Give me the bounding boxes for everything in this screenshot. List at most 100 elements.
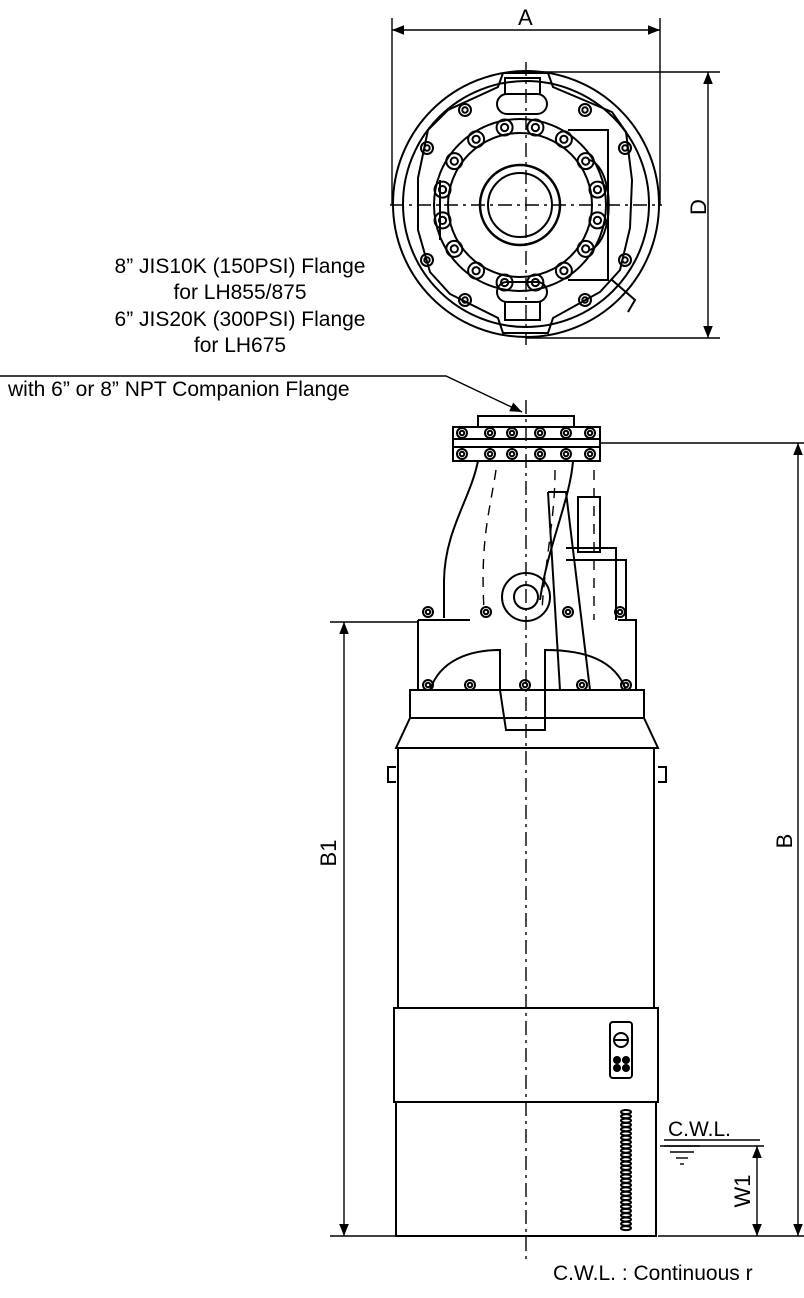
bolt-center	[471, 266, 481, 276]
bolt-center	[581, 106, 589, 114]
bolt-center	[559, 134, 569, 144]
bolt-head	[620, 679, 632, 691]
bolt-head	[554, 261, 573, 280]
cwl-legend: C.W.L. : Continuous r	[553, 1262, 753, 1285]
bolt-center	[424, 608, 432, 616]
bolt-center	[471, 134, 481, 144]
bolt-center	[437, 215, 448, 226]
bolt-head	[456, 427, 468, 439]
bolt-head	[458, 293, 472, 307]
bolt-head	[495, 118, 514, 137]
bolt-center	[466, 681, 474, 689]
bolt-center	[437, 184, 448, 195]
bolt-head	[422, 679, 434, 691]
bolt-center	[564, 608, 572, 616]
dimension-b1-label: B1	[316, 839, 341, 867]
bolt-center	[578, 681, 586, 689]
bolt-head	[576, 239, 595, 258]
bolt-center	[581, 156, 591, 166]
flange-callout-line1: 8” JIS10K (150PSI) Flange	[114, 255, 366, 278]
bolt-center	[499, 277, 510, 288]
bolt-center	[562, 450, 570, 458]
bolt-center	[423, 144, 431, 152]
bolt-head	[526, 273, 545, 292]
bolt-center	[536, 450, 544, 458]
bolt-head	[422, 606, 434, 618]
bolt-head	[484, 448, 496, 460]
bolt-center	[499, 122, 510, 133]
dimension-a-label: A	[518, 5, 533, 30]
bolt-center	[461, 296, 469, 304]
bolt-center	[616, 608, 624, 616]
dimension-w1-label: W1	[730, 1174, 755, 1208]
cwl-tag: C.W.L.	[668, 1118, 732, 1141]
bolt-head	[445, 152, 464, 171]
bolt-head	[480, 606, 492, 618]
bolt-center	[530, 122, 541, 133]
bolt-center	[559, 266, 569, 276]
bolt-head	[588, 211, 607, 230]
dimension-d-label: D	[686, 199, 711, 215]
bolt-head	[618, 141, 632, 155]
bolt-head	[519, 679, 531, 691]
bolt-center	[536, 429, 544, 437]
bolt-head	[578, 293, 592, 307]
bolt-head	[506, 448, 518, 460]
dimension-b-label: B	[772, 833, 797, 849]
bolt-head	[576, 679, 588, 691]
bolt-head	[562, 606, 574, 618]
flange-callout-line3: 6” JIS20K (300PSI) Flange	[114, 308, 366, 331]
bolt-head	[420, 253, 434, 267]
bolt-head	[506, 427, 518, 439]
bolt-head	[584, 427, 596, 439]
flange-callout-line4: for LH675	[193, 334, 287, 357]
bolt-center	[521, 681, 529, 689]
bolt-head	[560, 448, 572, 460]
bolt-center	[530, 277, 541, 288]
bolt-center	[486, 429, 494, 437]
flange-callout-line2: for LH855/875	[173, 281, 307, 304]
bolt-center	[482, 608, 490, 616]
bolt-head	[420, 141, 434, 155]
bolt-center	[562, 429, 570, 437]
bolt-head	[560, 427, 572, 439]
bolt-head	[576, 152, 595, 171]
bolt-head	[534, 448, 546, 460]
bolt-head	[458, 103, 472, 117]
bolt-head	[526, 118, 545, 137]
bolt-center	[458, 450, 466, 458]
bolt-center	[622, 681, 630, 689]
bolt-center	[486, 450, 494, 458]
bolt-center	[581, 244, 591, 254]
bolt-center	[423, 256, 431, 264]
bolt-center	[449, 156, 459, 166]
bolt-head	[467, 261, 486, 280]
bolt-center	[621, 144, 629, 152]
bolt-head	[456, 448, 468, 460]
bolt-head	[445, 239, 464, 258]
bolt-head	[464, 679, 476, 691]
bolt-center	[621, 256, 629, 264]
dimension-lines	[0, 18, 804, 1237]
bolt-head	[554, 130, 573, 149]
bolt-head	[433, 180, 452, 199]
bolt-center	[592, 215, 603, 226]
bolt-head	[495, 273, 514, 292]
bolt-head	[588, 180, 607, 199]
bolt-center	[586, 450, 594, 458]
bolt-head	[578, 103, 592, 117]
bolt-head	[618, 253, 632, 267]
bolt-head	[614, 606, 626, 618]
bolt-head	[467, 130, 486, 149]
center-lines	[390, 62, 662, 1260]
bolt-head	[433, 211, 452, 230]
flange-callout-line5: with 6” or 8” NPT Companion Flange	[8, 378, 350, 401]
bolt-center	[592, 184, 603, 195]
bolt-center	[508, 429, 516, 437]
bolt-center	[449, 244, 459, 254]
bolt-head	[484, 427, 496, 439]
bolt-head	[584, 448, 596, 460]
bolt-center	[586, 429, 594, 437]
